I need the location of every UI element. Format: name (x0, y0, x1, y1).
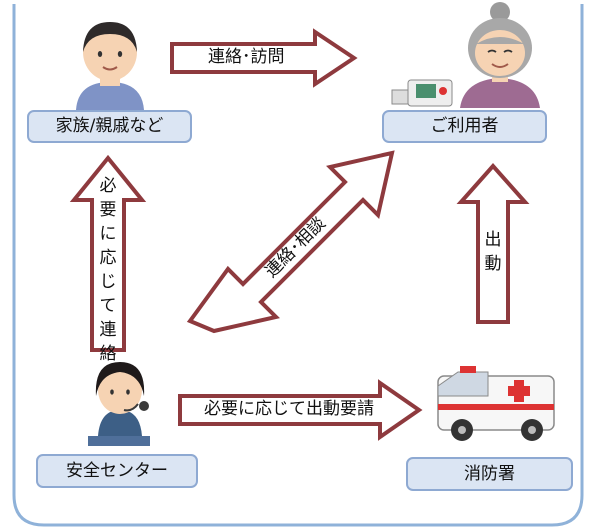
ambulance-icon (437, 366, 555, 441)
arrow-center-user (186, 150, 395, 334)
man-icon (76, 22, 144, 110)
family-node: 家族/親戚など (27, 110, 192, 143)
fire-node: 消防署 (406, 457, 573, 491)
center-node: 安全センター (36, 454, 198, 488)
emergency-device-icon (391, 79, 453, 107)
elderly-woman-icon (460, 2, 540, 108)
operator-icon (88, 362, 150, 446)
arrow-family-to-user (170, 28, 358, 88)
label-center-to-family: 必要に応じて連絡 (99, 176, 117, 364)
label-family-to-user: 連絡･訪問 (208, 47, 285, 67)
arrow-center-to-family (69, 154, 147, 352)
outer-frame (12, 4, 584, 527)
label-fire-to-user: 出動 (484, 230, 502, 274)
user-node: ご利用者 (382, 110, 547, 143)
arrow-fire-to-user (456, 162, 530, 324)
label-center-to-fire: 必要に応じて出動要請 (204, 399, 374, 419)
arrow-center-to-fire (178, 379, 423, 441)
